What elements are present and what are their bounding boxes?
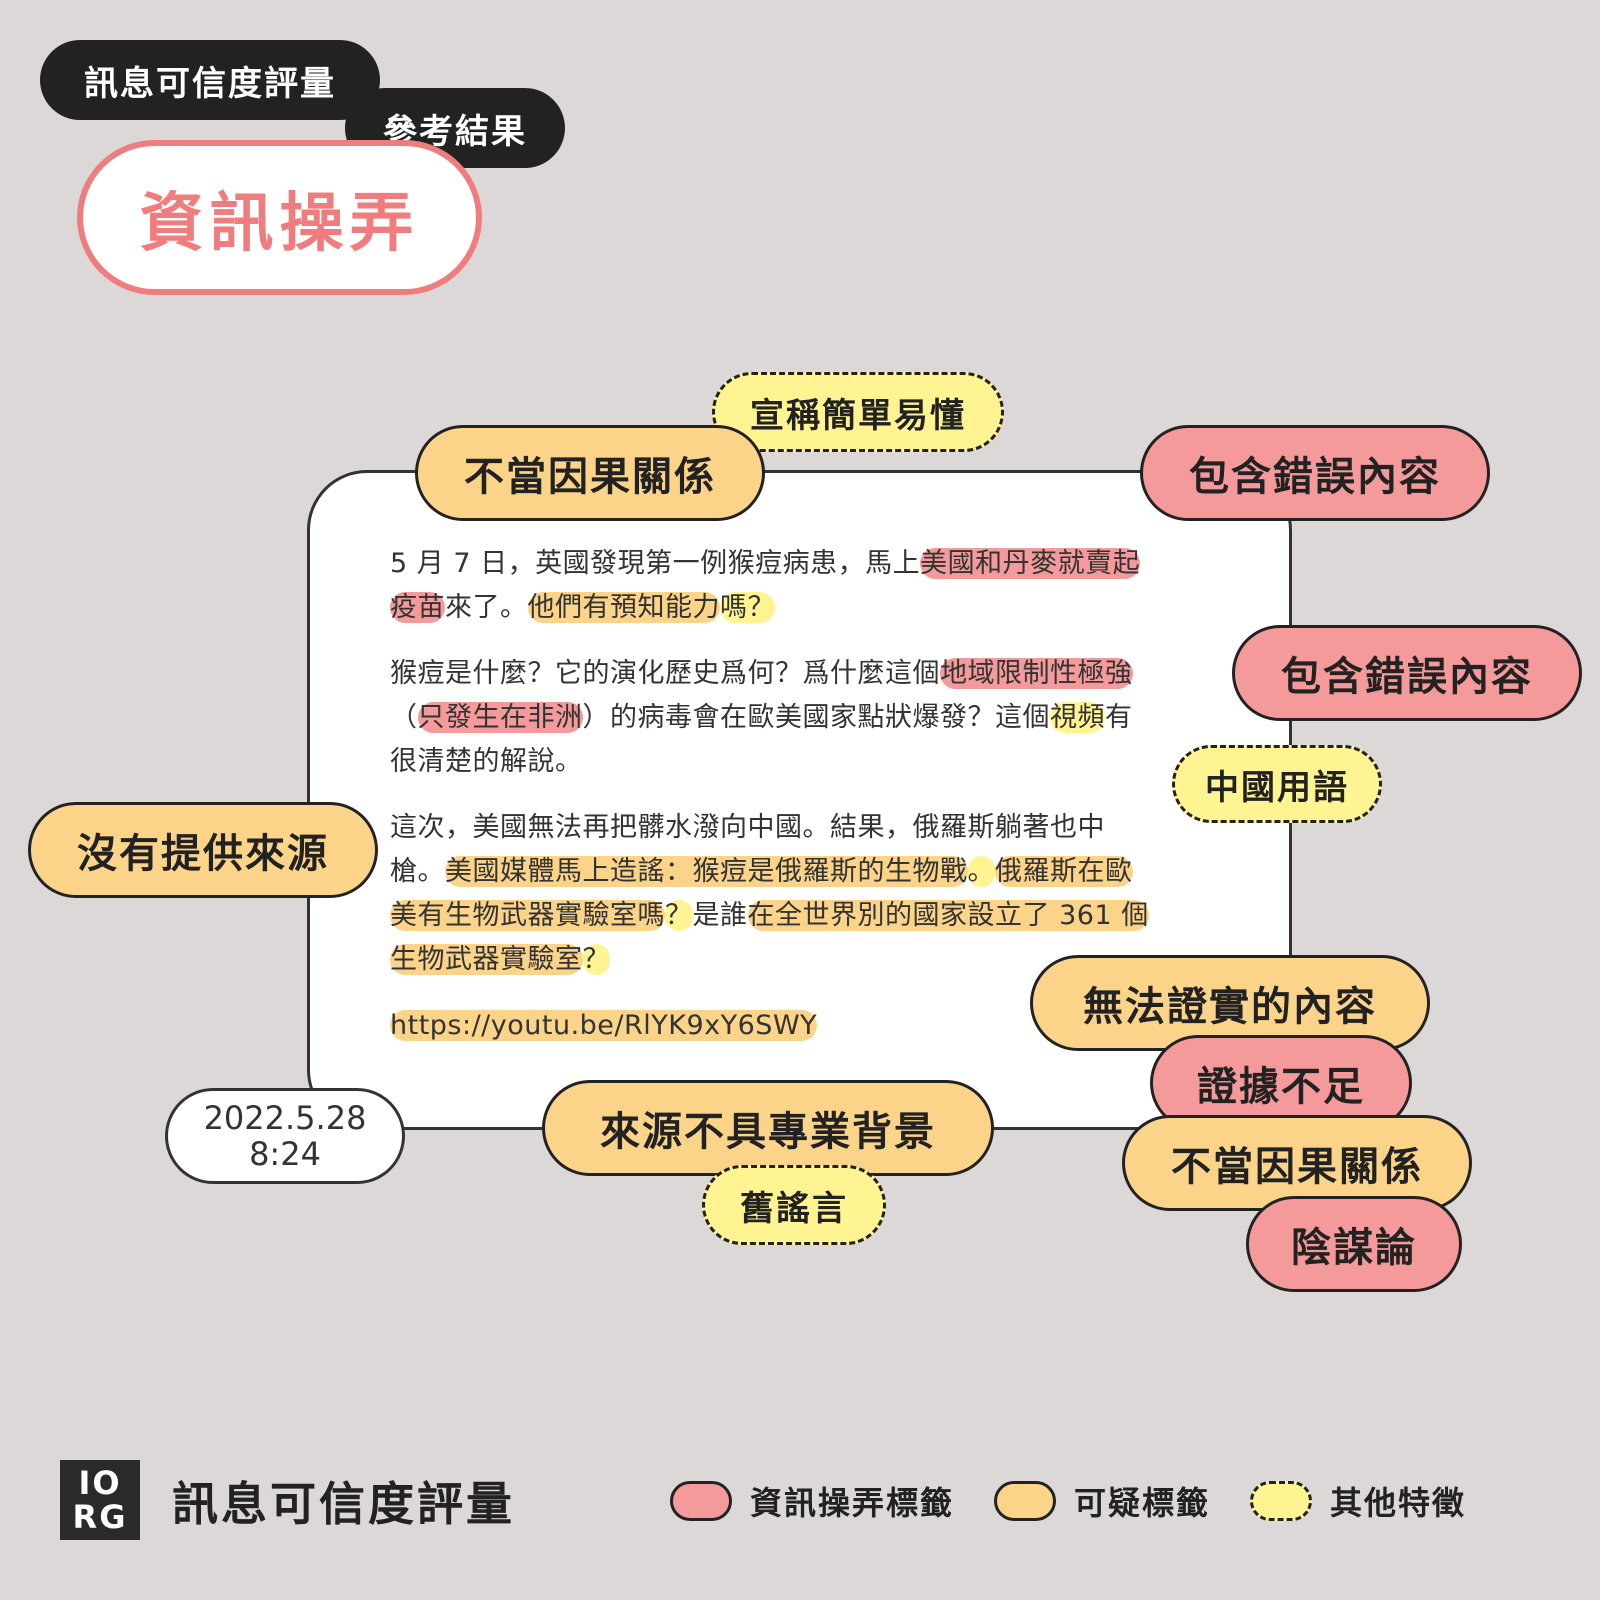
highlight-suspicious: 美國媒體馬上造謠：猴痘是俄羅斯的生物戰 [445, 856, 968, 887]
post-date-day: 2022.5.28 [203, 1099, 367, 1137]
highlight-other: 視頻 [1050, 702, 1105, 733]
legend-swatch-manipulation [670, 1481, 732, 1521]
tag-false-content-2: 包含錯誤內容 [1232, 625, 1582, 721]
highlight-manipulation: 美國和丹麥就賣起 [920, 548, 1141, 579]
highlight-suspicious: 俄羅斯在歐 [995, 856, 1133, 887]
highlight-other: 嗎？ [720, 592, 775, 623]
highlight-suspicious: 生物武器實驗室 [390, 944, 583, 975]
footer-title: 訊息可信度評量 [172, 1477, 515, 1531]
highlight-manipulation: 只發生在非洲 [417, 702, 583, 733]
highlight-manipulation: 疫苗 [390, 592, 445, 623]
tag-conspiracy: 陰謀論 [1246, 1196, 1462, 1292]
highlight-other: ？ [665, 900, 693, 931]
post-body: 5 月 7 日，英國發現第一例猴痘病患，馬上美國和丹麥就賣起 疫苗來了。他們有預… [390, 542, 1220, 1070]
video-link[interactable]: https://youtu.be/RlYK9xY6SWY [390, 1010, 818, 1041]
post-paragraph-1: 5 月 7 日，英國發現第一例猴痘病患，馬上美國和丹麥就賣起 疫苗來了。他們有預… [390, 548, 1141, 623]
tag-false-causation-2: 不當因果關係 [1122, 1115, 1472, 1211]
post-paragraph-4: https://youtu.be/RlYK9xY6SWY [390, 1004, 1220, 1048]
highlight-other: ？ [582, 944, 610, 975]
verdict-badge: 資訊操弄 [77, 140, 482, 295]
legend: 資訊操弄標籤 可疑標籤 其他特徵 [670, 1478, 1466, 1524]
tag-false-content-1: 包含錯誤內容 [1140, 425, 1490, 521]
legend-label-manipulation: 資訊操弄標籤 [750, 1484, 955, 1522]
legend-swatch-suspicious [994, 1481, 1057, 1521]
title-pill: 訊息可信度評量 [40, 40, 380, 120]
legend-label-suspicious: 可疑標籤 [1074, 1484, 1211, 1522]
tag-claims-easy: 宣稱簡單易懂 [712, 372, 1004, 452]
tag-false-causation-1: 不當因果關係 [415, 425, 765, 521]
tag-old-rumor: 舊謠言 [702, 1165, 886, 1245]
highlight-other: 。 [967, 856, 995, 887]
page-title: 訊息可信度評量 [84, 63, 336, 104]
post-paragraph-2: 猴痘是什麼？它的演化歷史爲何？爲什麼這個地域限制性極強 （只發生在非洲）的病毒會… [390, 658, 1133, 777]
post-date-time: 8:24 [249, 1135, 321, 1173]
highlight-suspicious: 他們有預知能力 [527, 592, 720, 623]
legend-label-other: 其他特徵 [1330, 1484, 1467, 1522]
tag-unqualified-source: 來源不具專業背景 [542, 1080, 994, 1176]
verdict-label: 資訊操弄 [139, 186, 420, 261]
highlight-manipulation: 地域限制性極強 [940, 658, 1133, 689]
legend-swatch-other [1250, 1481, 1313, 1521]
iorg-logo: IO RG [60, 1460, 140, 1540]
highlight-suspicious: 美有生物武器實驗室嗎 [390, 900, 665, 931]
post-date: 2022.5.28 8:24 [165, 1088, 405, 1184]
highlight-suspicious: 在全世界別的國家設立了 361 個 [747, 900, 1149, 931]
post-paragraph-3: 這次，美國無法再把髒水潑向中國。結果，俄羅斯躺著也中 槍。美國媒體馬上造謠：猴痘… [390, 812, 1149, 975]
tag-china-terms: 中國用語 [1172, 745, 1382, 823]
tag-no-source: 沒有提供來源 [28, 802, 378, 898]
